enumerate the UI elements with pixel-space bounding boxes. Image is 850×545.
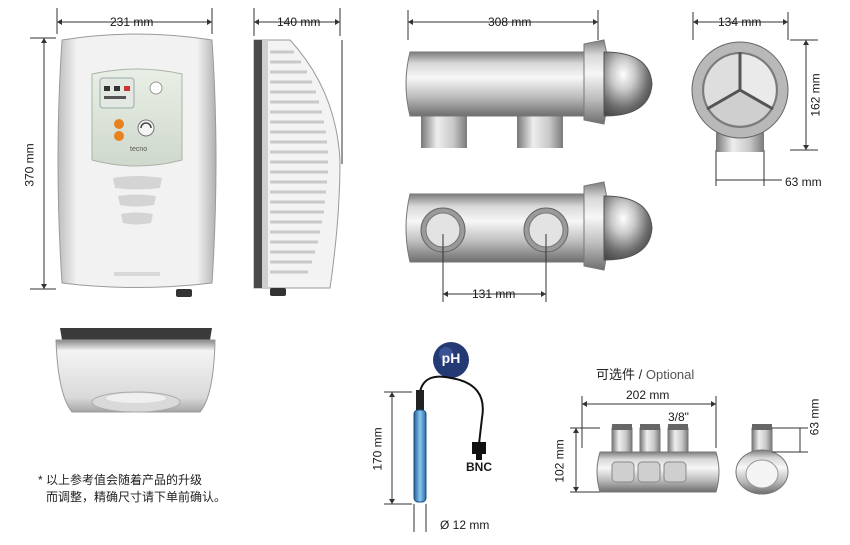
ph-bubble-label: pH [441, 350, 461, 366]
dim-controller-depth: 140 mm [277, 15, 321, 29]
manifold-title: 可选件 / Optional [596, 364, 694, 383]
manifold-thread-size: 3/8" [668, 410, 689, 424]
controller-bottom-view [55, 328, 216, 413]
footnote-line-2: 而调整，精确尺寸请下单前确认。 [46, 490, 227, 504]
dim-ph-diameter: Ø 12 mm [440, 518, 490, 532]
cell-side-view [405, 10, 653, 148]
device-brand-logo: tecno [130, 146, 148, 153]
dim-cell-front-depth: 63 mm [785, 175, 822, 189]
manifold-title-cn: 可选件 [596, 367, 636, 382]
dim-cell-port-spacing: 131 mm [472, 287, 516, 301]
dim-controller-width: 231 mm [110, 15, 154, 29]
optional-manifold [570, 396, 808, 495]
ph-probe [384, 342, 486, 532]
dim-manifold-length: 202 mm [626, 388, 670, 402]
dim-controller-height: 370 mm [22, 143, 37, 187]
ph-connector-label: BNC [466, 460, 492, 474]
dim-cell-front-height: 162 mm [808, 73, 823, 117]
dim-cell-front-width: 134 mm [718, 15, 762, 29]
controller-front-view [30, 8, 217, 297]
dim-manifold-height: 102 mm [552, 439, 567, 483]
dim-clamp-height: 63 mm [807, 398, 822, 436]
dim-cell-length: 308 mm [488, 15, 532, 29]
footnote-line-1: * 以上参考值会随着产品的升级 [38, 473, 203, 487]
footnote: * 以上参考值会随着产品的升级 而调整，精确尺寸请下单前确认。 [38, 472, 226, 506]
dim-ph-length: 170 mm [370, 427, 385, 471]
manifold-title-en: Optional [645, 367, 695, 382]
cell-front-view [691, 12, 818, 186]
manifold-title-sep: / [635, 367, 646, 382]
controller-side-view [253, 8, 343, 296]
cell-bottom-view [405, 181, 653, 302]
